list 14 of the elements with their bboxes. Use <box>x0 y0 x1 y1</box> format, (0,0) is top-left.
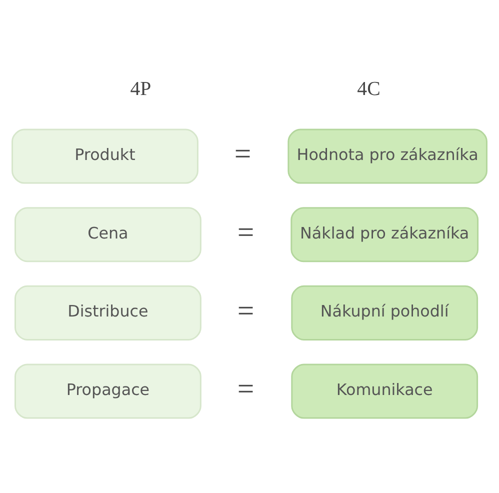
label: = <box>237 294 254 328</box>
node-box: Nákupní pohodlí <box>291 285 478 340</box>
node-box: Komunikace <box>291 364 478 419</box>
label: 4C <box>357 78 380 100</box>
node-box: Náklad pro zákazníka <box>290 207 479 262</box>
node-box: Distribuce <box>14 285 202 340</box>
node-box: Produkt <box>12 128 198 184</box>
node-box: Propagace <box>14 364 202 419</box>
label: = <box>237 216 254 250</box>
label: = <box>234 138 252 171</box>
label: = <box>237 372 254 406</box>
label: 4P <box>130 78 152 100</box>
node-box: Hodnota pro zákazníka <box>288 128 488 184</box>
node-box: Cena <box>14 207 202 262</box>
